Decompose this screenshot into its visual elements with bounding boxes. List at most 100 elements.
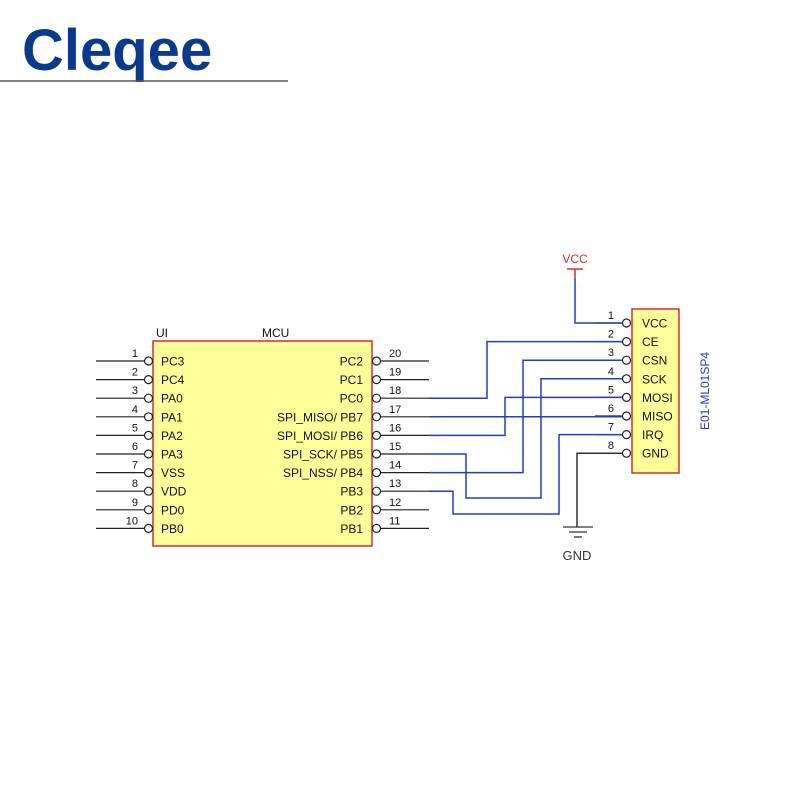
pin-label: PC1 <box>340 373 364 387</box>
pin-label: VDD <box>161 485 187 499</box>
pin-label: PA3 <box>161 448 183 462</box>
pin-circle <box>371 505 382 515</box>
pin-circle <box>143 375 154 385</box>
mcu-left-pins: 1PC32PC43PA04PA15PA26PA37VSS8VDD9PD010PB… <box>96 348 187 536</box>
pin-number: 6 <box>132 441 138 453</box>
gnd-label: GND <box>563 548 592 563</box>
pin-circle <box>143 393 154 403</box>
pin-label: PC2 <box>340 355 364 369</box>
mcu-ref-label: UI <box>156 326 168 340</box>
pin-number: 16 <box>389 422 401 434</box>
signal-wire <box>576 452 622 527</box>
signal-wire <box>429 396 622 437</box>
brand-logo: Cleqee <box>22 18 212 83</box>
signal-wire <box>429 433 622 515</box>
pin-circle <box>371 393 382 403</box>
pin-label: SPI_SCK/ PB5 <box>283 448 363 462</box>
pin-label: MOSI <box>642 391 673 405</box>
vcc-label: VCC <box>562 252 588 266</box>
pin-label: IRQ <box>642 428 663 442</box>
pin-circle <box>143 468 154 478</box>
pin-label: CSN <box>642 354 667 368</box>
pin-circle <box>371 449 382 459</box>
pin-number: 1 <box>608 310 614 322</box>
pin-circle <box>143 412 154 422</box>
pin-number: 14 <box>389 460 401 472</box>
pin-number: 13 <box>389 478 401 490</box>
pin-number: 17 <box>389 404 401 416</box>
vcc-wire <box>574 278 622 324</box>
pin-circle <box>621 318 632 328</box>
pin-circle <box>143 486 154 496</box>
pin-number: 10 <box>126 515 138 527</box>
pin-label: PD0 <box>161 503 185 517</box>
pin-circle <box>143 449 154 459</box>
pin-circle <box>371 468 382 478</box>
pin-label: PB3 <box>340 485 363 499</box>
pin-circle <box>371 412 382 422</box>
pin-label: SPI_MISO/ PB7 <box>277 410 363 424</box>
module-name-label: E01-ML01SP4 <box>698 352 712 430</box>
signal-wire <box>429 359 622 474</box>
module-pin: 2CE <box>595 329 659 349</box>
pin-number: 8 <box>132 478 138 490</box>
pin-label: VSS <box>161 466 185 480</box>
pin-circle <box>621 374 632 384</box>
pin-label: SPI_MOSI/ PB6 <box>277 429 363 443</box>
pin-number: 3 <box>608 347 614 359</box>
pin-circle <box>143 523 154 534</box>
pin-circle <box>143 356 154 366</box>
pin-number: 1 <box>132 348 138 360</box>
pin-label: VCC <box>642 317 668 331</box>
pin-number: 9 <box>132 497 138 509</box>
pin-number: 15 <box>389 441 401 453</box>
signal-wires <box>429 340 622 527</box>
pin-label: CE <box>642 335 659 349</box>
pin-label: PB1 <box>340 522 363 536</box>
signal-wire <box>429 340 622 399</box>
pin-circle <box>621 448 632 458</box>
pin-number: 11 <box>389 515 400 527</box>
pin-label: PC4 <box>161 373 185 387</box>
pin-number: 7 <box>132 460 138 472</box>
pin-circle <box>371 523 382 534</box>
pin-circle <box>621 337 632 347</box>
pin-number: 3 <box>132 385 138 397</box>
pin-label: SCK <box>642 372 667 386</box>
pin-number: 5 <box>608 384 614 396</box>
pin-label: PB2 <box>340 503 363 517</box>
pin-number: 18 <box>389 385 401 397</box>
pin-number: 8 <box>608 440 614 452</box>
pin-label: PA2 <box>161 429 183 443</box>
signal-wire <box>429 378 622 499</box>
pin-label: PC0 <box>340 392 364 406</box>
pin-number: 4 <box>608 366 614 378</box>
pin-circle <box>621 392 632 402</box>
pin-circle <box>371 430 382 440</box>
pin-number: 5 <box>132 422 138 434</box>
pin-number: 2 <box>608 329 614 341</box>
module-body <box>631 308 680 474</box>
pin-circle <box>621 355 632 365</box>
pin-number: 20 <box>389 348 401 360</box>
pin-circle <box>371 356 382 366</box>
pin-circle <box>371 375 382 385</box>
pin-label: MISO <box>642 410 673 424</box>
pin-circle <box>143 430 154 440</box>
